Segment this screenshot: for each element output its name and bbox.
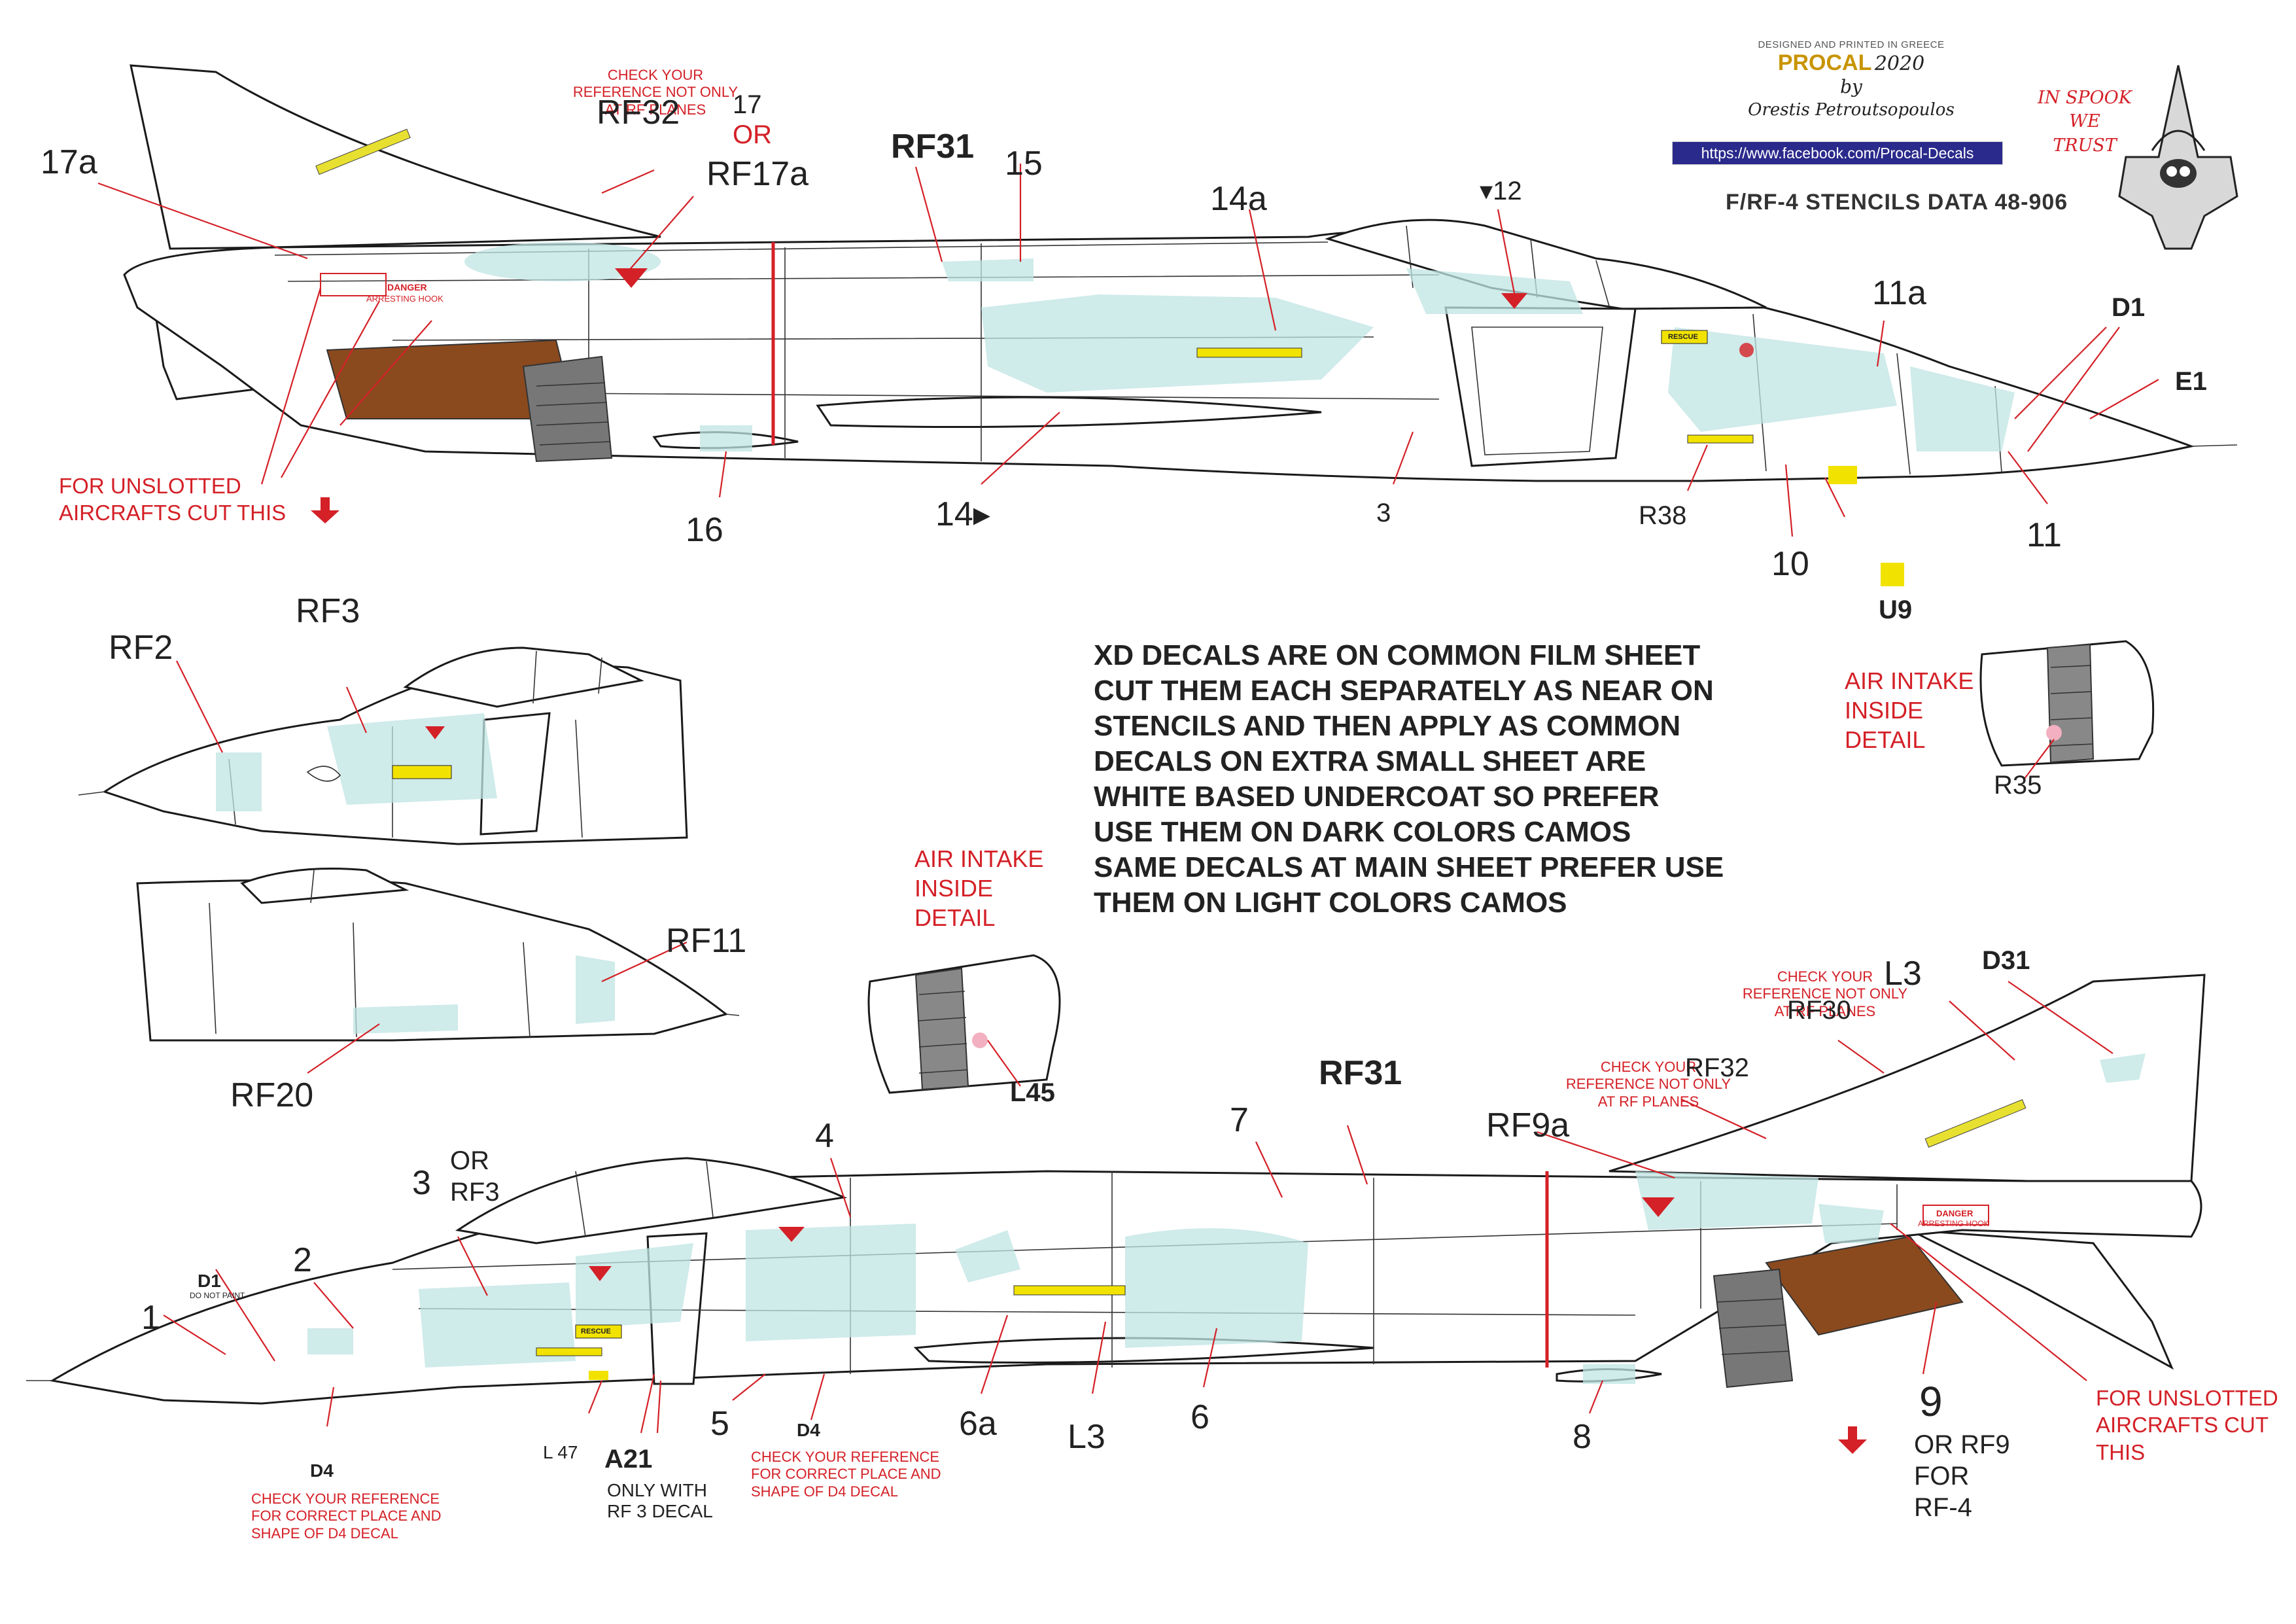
- sheet-title: F/RF-4 STENCILS DATA 48-906: [1726, 190, 2068, 215]
- intake-title-right: AIR INTAKE INSIDE DETAIL: [1845, 667, 1974, 753]
- label-4: 4: [815, 1117, 834, 1155]
- credits-block: DESIGNED AND PRINTED IN GREECE PROCAL 20…: [1675, 39, 2028, 120]
- danger-text-top: DANGER: [387, 282, 427, 292]
- label-1: 1: [141, 1299, 160, 1337]
- intake-detail-right: [1979, 640, 2155, 779]
- label-r35: R35: [1994, 771, 2042, 800]
- label-rf11: RF11: [666, 922, 747, 960]
- label-rf17a: RF17a: [706, 155, 809, 193]
- label-rf32: RF32: [597, 94, 680, 132]
- check-reference-note: CHECK YOUR REFERENCE NOT ONLY AT RF PLAN…: [572, 67, 739, 118]
- label-a21: A21: [604, 1445, 653, 1474]
- label-d31: D31: [1982, 946, 2030, 975]
- label-rf31: RF31: [891, 128, 975, 166]
- nose-profile-rf2-rf3: [78, 646, 688, 845]
- intake-title-left: AIR INTAKE INSIDE DETAIL: [914, 845, 1044, 931]
- label-rf31-bottom: RF31: [1319, 1054, 1402, 1092]
- rescue-text-top: RESCUE: [1668, 333, 1698, 341]
- by-text: by: [1840, 76, 1862, 97]
- brand-logo: PROCAL: [1777, 50, 1872, 75]
- label-or-rf3: OR RF3: [450, 1146, 500, 1207]
- label-8: 8: [1573, 1418, 1592, 1456]
- label-d1: D1: [2112, 293, 2146, 322]
- author-name: Orestis Petroutsopoulos: [1748, 100, 1955, 120]
- label-17a: 17a: [41, 143, 97, 181]
- label-rf9a: RF9a: [1486, 1106, 1570, 1144]
- danger-text-bottom: DANGER: [1936, 1209, 1974, 1218]
- label-6: 6: [1191, 1398, 1209, 1436]
- label-l47: L 47: [543, 1442, 578, 1462]
- label-3-bottom: 3: [412, 1164, 431, 1202]
- do-not-paint: DO NOT PAINT: [190, 1291, 245, 1300]
- facebook-link[interactable]: https://www.facebook.com/Procal-Decals: [1672, 141, 2003, 165]
- arresting-hook-text-bottom: ARRESTING HOOK: [1918, 1219, 1989, 1228]
- label-rf32-bottom: RF32: [1685, 1053, 1749, 1082]
- label-7: 7: [1230, 1101, 1249, 1139]
- top-aircraft-profile: [97, 64, 2238, 586]
- arresting-hook-text-top: ARRESTING HOOK: [366, 294, 444, 304]
- unslotted-note-top: FOR UNSLOTTED AIRCRAFTS CUT THIS: [59, 474, 287, 525]
- only-with-rf3-note: ONLY WITH RF 3 DECAL: [607, 1480, 713, 1522]
- label-r38: R38: [1639, 501, 1687, 530]
- label-d1-bottom: D1: [198, 1271, 221, 1291]
- label-12: ▾12: [1480, 177, 1522, 205]
- label-2: 2: [293, 1241, 312, 1279]
- label-d4-mid: D4: [797, 1420, 820, 1440]
- bottom-aircraft-profile: [26, 974, 2206, 1454]
- label-16: 16: [686, 511, 723, 549]
- nose-profile-rf11-rf20: [136, 868, 740, 1074]
- label-11a: 11a: [1872, 274, 1926, 312]
- spook-mascot-logo: [2118, 65, 2238, 250]
- label-17: 17: [733, 90, 762, 119]
- label-rf20: RF20: [230, 1076, 314, 1114]
- rescue-text-bottom: RESCUE: [581, 1328, 611, 1335]
- check-reference-rf32: CHECK YOUR REFERENCE NOT ONLY AT RF PLAN…: [1565, 1059, 1731, 1110]
- label-14a: 14a: [1210, 180, 1267, 218]
- label-15: 15: [1005, 145, 1043, 183]
- unslotted-note-bottom: FOR UNSLOTTED AIRCRAFTS CUT THIS: [2096, 1386, 2278, 1464]
- year: 2020: [1874, 52, 1925, 75]
- label-rf30: RF30: [1787, 996, 1851, 1025]
- notice-text: XD DECALS ARE ON COMMON FILM SHEET CUT T…: [1094, 639, 1724, 919]
- check-d4-mid-note: CHECK YOUR REFERENCE FOR CORRECT PLACE A…: [751, 1449, 941, 1500]
- check-d4-left-note: CHECK YOUR REFERENCE FOR CORRECT PLACE A…: [251, 1491, 442, 1542]
- label-l3-low: L3: [1068, 1418, 1105, 1456]
- label-u9: U9: [1879, 595, 1913, 624]
- intake-detail-left: [867, 954, 1061, 1094]
- label-11: 11: [2026, 516, 2062, 554]
- motto: IN SPOOK WE TRUST: [2038, 88, 2132, 156]
- check-reference-rf30: CHECK YOUR REFERENCE NOT ONLY AT RF PLAN…: [1742, 968, 1908, 1019]
- label-l45: L45: [1010, 1078, 1055, 1107]
- label-d4-left: D4: [310, 1460, 334, 1481]
- label-5: 5: [710, 1405, 729, 1443]
- label-e1: E1: [2175, 367, 2207, 396]
- label-6a: 6a: [959, 1405, 997, 1443]
- label-3-top: 3: [1376, 499, 1391, 527]
- label-rf3: RF3: [296, 592, 360, 630]
- label-14: 14▸: [935, 495, 990, 533]
- label-10: 10: [1771, 545, 1809, 583]
- label-9: 9: [1919, 1378, 1943, 1425]
- or-rf9-note: OR RF9 FOR RF-4: [1914, 1430, 2010, 1522]
- label-rf2: RF2: [109, 629, 173, 667]
- designed-line: DESIGNED AND PRINTED IN GREECE: [1758, 39, 1945, 50]
- label-or: OR: [733, 120, 772, 149]
- label-l3-top: L3: [1884, 955, 1922, 993]
